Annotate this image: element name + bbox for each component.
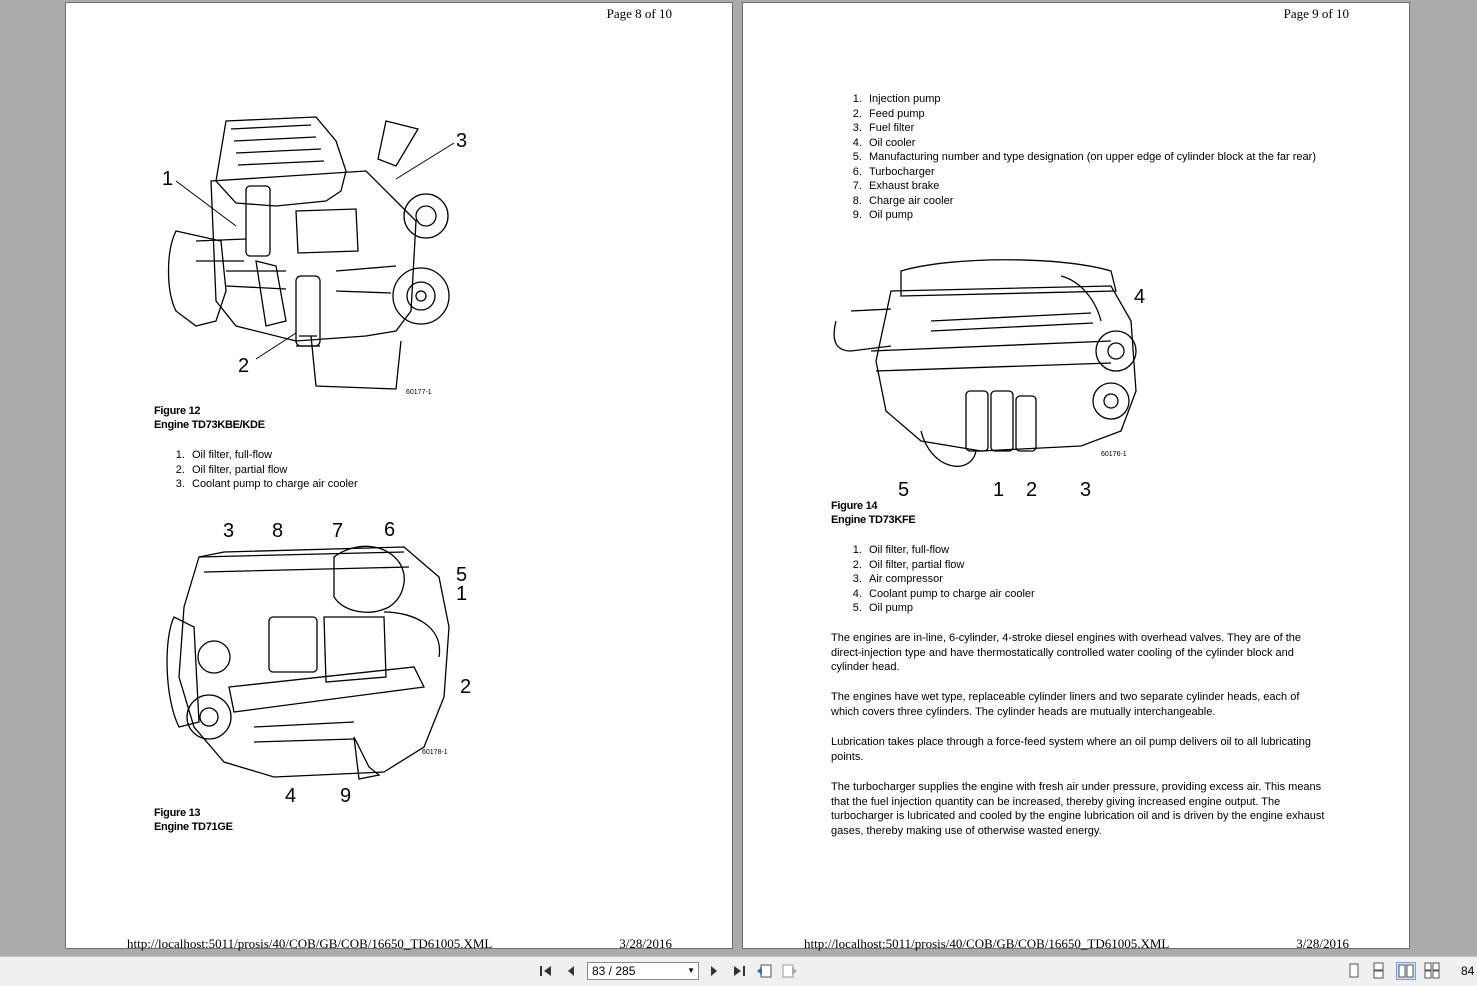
figure-12-legend: Oil filter, full-flow Oil filter, partia… [154,448,358,492]
footer-date: 3/28/2016 [619,936,672,951]
figure-13-title: Figure 13 [154,807,201,819]
document-viewport[interactable]: Page 8 of 10 1 2 3 [0,0,1477,956]
first-page-icon[interactable] [537,962,555,980]
figure-13-callout: 5 [456,564,468,586]
paragraph: The engines have wet type, replaceable c… [831,691,1300,718]
figure-13-engine-illustration: 3 8 7 6 5 1 2 4 9 60178-1 [154,517,474,807]
next-view-icon[interactable] [781,962,799,980]
figure-14-engine-illustration: 4 5 1 2 3 60176-1 [831,251,1145,500]
figure-14-callout: 3 [1080,479,1092,501]
figure-13-subtitle: Engine TD71GE [154,821,233,833]
page-number: Page 8 of 10 [606,6,672,21]
figure-13-callout: 3 [223,520,235,542]
figure-14-callout: 2 [1026,479,1038,501]
last-page-icon[interactable] [730,962,748,980]
continuous-facing-icon[interactable] [1422,962,1442,980]
list-item: Manufacturing number and type designatio… [865,150,1316,165]
figure-14-caption: Figure 14 Engine TD73KFE [831,499,916,527]
list-item: Turbocharger [865,165,1316,180]
figure-13-callout: 2 [460,676,472,698]
figure-13-callout: 6 [384,519,396,541]
page-number: Page 9 of 10 [1283,6,1349,21]
zoom-level[interactable]: 84 [1461,964,1475,978]
figure-14-code: 60176-1 [1101,451,1127,458]
figure-12-callout: 3 [456,130,468,152]
single-page-icon[interactable] [1344,962,1364,980]
figure-13-callout: 1 [456,583,468,605]
figure-14-subtitle: Engine TD73KFE [831,514,916,526]
chevron-down-icon: ▼ [687,966,695,975]
continuous-page-icon[interactable] [1369,962,1389,980]
footer-date: 3/28/2016 [1296,936,1349,951]
paragraph: Lubrication takes place through a force-… [831,736,1311,763]
previous-view-icon[interactable] [755,962,773,980]
figure-13-callout: 9 [340,785,352,807]
list-item: Oil filter, partial flow [865,558,1035,573]
list-item: Exhaust brake [865,179,1316,194]
page-indicator: 83 / 285 [592,964,636,978]
footer-url: http://localhost:5011/prosis/40/COB/GB/C… [127,936,493,951]
figure-12-callout: 2 [238,355,250,377]
figure-14-callout: 1 [993,479,1005,501]
figure-12-subtitle: Engine TD73KBE/KDE [154,419,265,431]
list-item: Oil filter, full-flow [865,543,1035,558]
page-8: Page 8 of 10 1 2 3 [65,2,733,951]
list-item: Injection pump [865,92,1316,107]
figure-13-callout: 7 [332,520,344,542]
figure-13-code: 60178-1 [422,749,448,756]
component-list: Injection pump Feed pump Fuel filter Oil… [831,92,1316,223]
list-item: Oil filter, partial flow [188,463,358,478]
figure-14-callout: 5 [898,479,910,501]
facing-pages-icon[interactable] [1396,962,1416,980]
list-item: Coolant pump to charge air cooler [865,587,1035,602]
list-item: Coolant pump to charge air cooler [188,477,358,492]
figure-12-caption: Figure 12 Engine TD73KBE/KDE [154,404,265,432]
figure-12-code: 60177-1 [406,389,432,396]
figure-13-callout: 4 [285,785,297,807]
figure-12-callout: 1 [162,168,174,190]
paragraph: The engines are in-line, 6-cylinder, 4-s… [831,632,1302,674]
list-item: Oil cooler [865,136,1316,151]
list-item: Oil filter, full-flow [188,448,358,463]
viewer-toolbar: 83 / 285 ▼ 84 [0,956,1477,986]
list-item: Fuel filter [865,121,1316,136]
previous-page-icon[interactable] [562,962,580,980]
list-item: Air compressor [865,572,1035,587]
list-item: Feed pump [865,107,1316,122]
figure-14-title: Figure 14 [831,500,878,512]
next-page-icon[interactable] [705,962,723,980]
list-item: Oil pump [865,601,1035,616]
figure-13-callout: 8 [272,520,284,542]
figure-12-title: Figure 12 [154,405,201,417]
page-number-select[interactable]: 83 / 285 ▼ [587,962,699,980]
paragraph: The turbocharger supplies the engine wit… [831,781,1325,837]
list-item: Oil pump [865,208,1316,223]
list-item: Charge air cooler [865,194,1316,209]
figure-14-legend: Oil filter, full-flow Oil filter, partia… [831,543,1035,616]
page-9: Page 9 of 10 Injection pump Feed pump Fu… [742,2,1410,951]
figure-13-caption: Figure 13 Engine TD71GE [154,806,233,834]
figure-14-callout: 4 [1134,286,1146,308]
figure-12-engine-illustration: 1 2 3 60177-1 [156,111,467,396]
footer-url: http://localhost:5011/prosis/40/COB/GB/C… [804,936,1170,951]
